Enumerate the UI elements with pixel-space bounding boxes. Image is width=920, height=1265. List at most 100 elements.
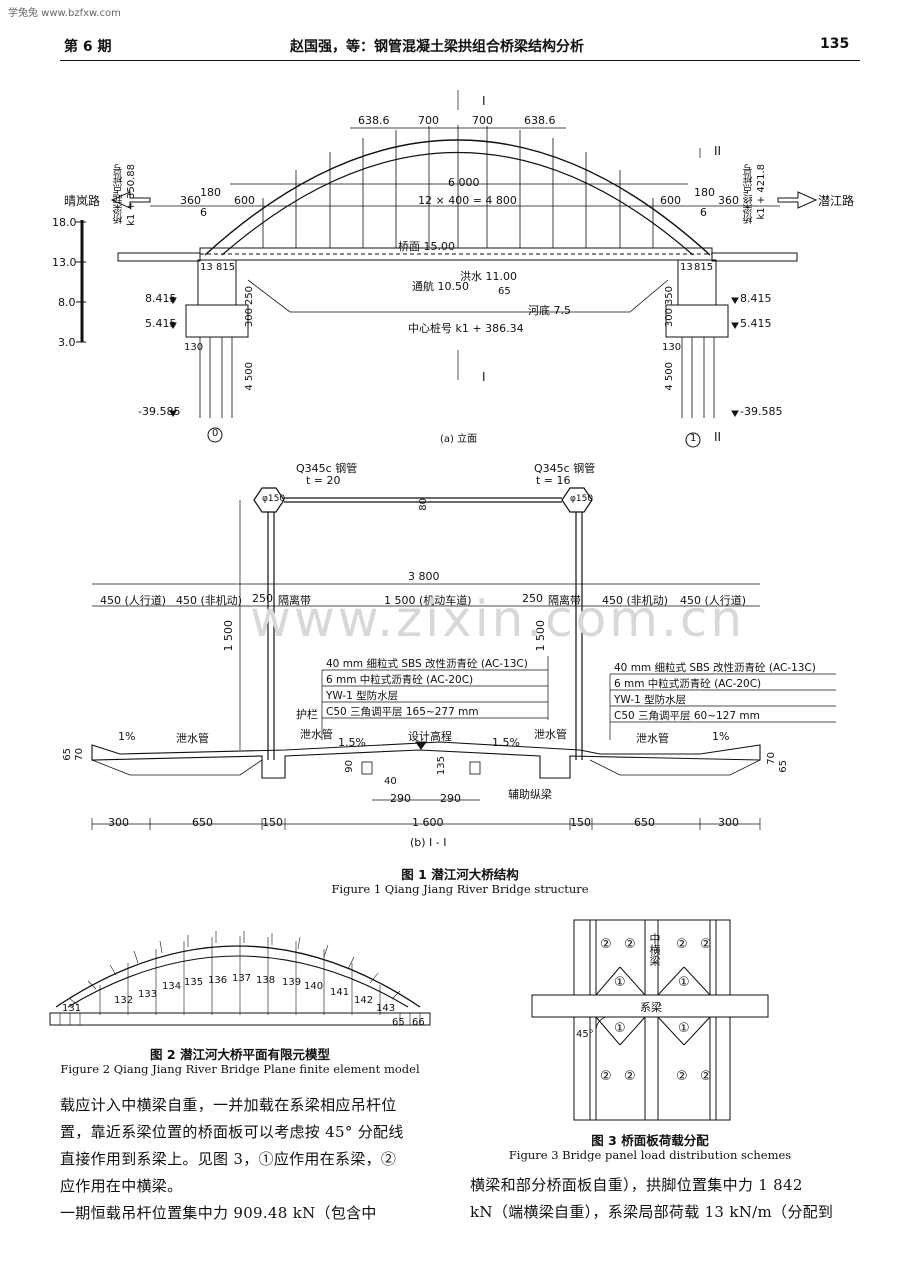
bottom-dim-650-left: 650 bbox=[192, 816, 213, 829]
section-caption: (b) I - I bbox=[410, 836, 447, 849]
elev-pile-left: -39.585 bbox=[138, 405, 181, 418]
dim-70-right: 70 bbox=[766, 752, 777, 765]
figure3-load-distribution bbox=[531, 919, 769, 1121]
node-66: 66 bbox=[412, 1017, 425, 1028]
zone2-g: ② bbox=[676, 1069, 688, 1084]
figure1-section-labels: Q345c 钢管 t = 20 Q345c 钢管 t = 16 φ150 φ15… bbox=[0, 460, 920, 850]
body-left-line-2: 置，靠近系梁位置的桥面板可以考虑按 45° 分配线 bbox=[60, 1123, 404, 1141]
dim-180-left: 180 bbox=[200, 186, 221, 199]
dim-360-right: 360 bbox=[718, 194, 739, 207]
slope-mid-right: 1.5% bbox=[492, 736, 520, 749]
dim-600-left: 600 bbox=[234, 194, 255, 207]
scale-8: 8.0 bbox=[58, 296, 76, 309]
lane-sidewalk-right: 450 (人行道) bbox=[680, 594, 747, 607]
body-right-column: 横梁和部分桥面板自重），拱脚位置集中力 1 842 kN（端横梁自重），系梁局部… bbox=[470, 1172, 865, 1226]
left-piles bbox=[199, 337, 233, 418]
pipe-right-dia: φ150 bbox=[570, 494, 594, 504]
figure2-caption-cn: 图 2 潜江河大桥平面有限元模型 bbox=[150, 1047, 330, 1062]
layer-left-3: YW-1 型防水层 bbox=[326, 690, 399, 702]
flood-level: 洪水 11.00 bbox=[460, 270, 517, 283]
left-cap bbox=[185, 304, 249, 338]
figure1-caption-en: Figure 1 Qiang Jiang River Bridge struct… bbox=[331, 882, 589, 896]
elev-8415-left: 8.415 bbox=[145, 292, 177, 305]
dim-lines bbox=[150, 90, 780, 380]
drain-left-inner: 泄水管 bbox=[300, 728, 333, 741]
right-pipe bbox=[561, 487, 593, 513]
dim-13-right: 13 bbox=[680, 262, 693, 273]
dim-90: 90 bbox=[344, 760, 355, 773]
body-left-line-4: 应作用在中横梁。 bbox=[60, 1177, 183, 1195]
section-I-top: I bbox=[482, 94, 486, 108]
scale-13: 13.0 bbox=[52, 256, 77, 269]
zone1-c: ① bbox=[614, 1021, 626, 1036]
node-65: 65 bbox=[392, 1017, 405, 1028]
lane-nonmotor-left: 450 (非机动) bbox=[176, 594, 243, 607]
drain-right-outer: 泄水管 bbox=[636, 732, 669, 745]
issue-number: 第 6 期 bbox=[64, 39, 112, 55]
figure2-caption-en: Figure 2 Qiang Jiang River Bridge Plane … bbox=[60, 1062, 420, 1076]
section-I-bottom: I bbox=[482, 370, 486, 384]
zone2-a: ② bbox=[600, 937, 612, 952]
dim-135: 135 bbox=[436, 756, 447, 776]
elev-8415-right: 8.415 bbox=[740, 292, 772, 305]
body-left-line-3: 直接作用到系梁上。见图 3，①应作用在系梁，② bbox=[60, 1150, 397, 1168]
bottom-dim-1600: 1 600 bbox=[412, 816, 444, 829]
dim-70-left: 70 bbox=[74, 748, 85, 761]
section-II-bottom: II bbox=[714, 430, 722, 444]
zone2-f: ② bbox=[624, 1069, 636, 1084]
dim-40: 40 bbox=[384, 776, 397, 787]
dim-65: 65 bbox=[498, 286, 511, 297]
node-137: 137 bbox=[232, 973, 252, 984]
left-road: 晴岚路 bbox=[64, 194, 101, 208]
header-rule bbox=[60, 60, 860, 61]
lane-nonmotor-right: 450 (非机动) bbox=[602, 594, 669, 607]
slope-mid-left: 1.5% bbox=[338, 736, 366, 749]
elev-5415-left: 5.415 bbox=[145, 317, 177, 330]
figure1-elevation-labels: 638.6 700 700 638.6 6 000 12 × 400 = 4 8… bbox=[0, 80, 920, 460]
bottom-dim-150-right: 150 bbox=[570, 816, 591, 829]
dim-360-left: 360 bbox=[180, 194, 201, 207]
dim-65-left: 65 bbox=[62, 748, 73, 761]
navigation-level: 通航 10.50 bbox=[412, 280, 469, 293]
body-right-line-2: kN（端横梁自重），系梁局部荷载 13 kN/m（分配到 bbox=[470, 1203, 834, 1221]
figure3-caption-cn: 图 3 桥面板荷载分配 bbox=[591, 1133, 709, 1148]
pipe-right-spec: Q345c 钢管 bbox=[534, 462, 596, 475]
zone1-a: ① bbox=[614, 975, 626, 990]
source-watermark: 学兔兔 www.bzfxw.com bbox=[8, 8, 121, 19]
arch-segments bbox=[69, 931, 401, 1006]
figure2-fe-model bbox=[49, 931, 431, 1026]
pipe-left-dia: φ150 bbox=[262, 494, 286, 504]
figure3-labels: ② ② ② ② ① ① ① ① ② ② ② ② 中横梁 系梁 45° bbox=[530, 915, 770, 1125]
node-132: 132 bbox=[114, 995, 134, 1006]
elev-pile-right: -39.585 bbox=[740, 405, 783, 418]
layer-left-4: C50 三角调平层 165~277 mm bbox=[326, 706, 479, 718]
dim-180-right: 180 bbox=[694, 186, 715, 199]
dim-290-right: 290 bbox=[440, 792, 461, 805]
deck-level: 桥面 15.00 bbox=[398, 240, 455, 253]
dim-top-1: 638.6 bbox=[358, 114, 390, 127]
zone2-d: ② bbox=[700, 937, 712, 952]
zone2-b: ② bbox=[624, 937, 636, 952]
bottom-dim-300-left: 300 bbox=[108, 816, 129, 829]
figure2-node-labels: 131 132 133 134 135 136 137 138 139 140 … bbox=[40, 915, 440, 1035]
dim-4500-right: 4 500 bbox=[664, 362, 675, 391]
lane-median-left-width: 250 bbox=[252, 592, 273, 605]
hangers bbox=[262, 125, 654, 248]
axis-1-circle bbox=[685, 432, 701, 448]
dim-815-right: 815 bbox=[694, 262, 714, 273]
left-pipe bbox=[253, 487, 285, 513]
start-km: k1 + 350.88 bbox=[126, 164, 137, 226]
fe-hangers bbox=[99, 936, 381, 1015]
body-left-line-5: 一期恒载吊杆位置集中力 909.48 kN（包含中 bbox=[60, 1204, 377, 1222]
hanger-spacing: 12 × 400 = 4 800 bbox=[418, 194, 517, 207]
dim-815-left: 815 bbox=[216, 262, 236, 273]
node-139: 139 bbox=[282, 977, 302, 988]
scale-18: 18.0 bbox=[52, 216, 77, 229]
zone2-h: ② bbox=[700, 1069, 712, 1084]
figure1-elevation bbox=[76, 90, 818, 448]
dim-600-right: 600 bbox=[660, 194, 681, 207]
page-number: 135 bbox=[820, 36, 850, 52]
dim-300-right: 300 bbox=[664, 308, 675, 328]
slope-left: 1% bbox=[118, 730, 136, 743]
dim-13-left: 13 bbox=[200, 262, 213, 273]
